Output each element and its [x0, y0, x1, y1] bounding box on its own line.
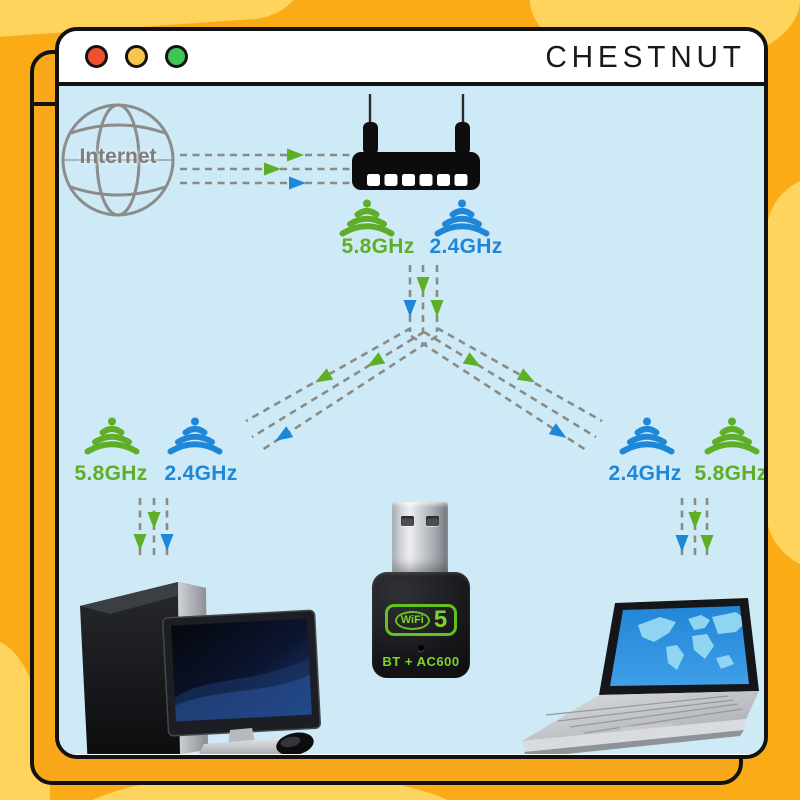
router-band-24ghz-label: 2.4GHz	[429, 235, 503, 258]
usb-slot	[426, 516, 439, 526]
wifi-logo-text: WiFi	[394, 610, 430, 630]
internet-label: Internet	[79, 145, 157, 168]
desktop-band-24ghz-label: 2.4GHz	[164, 462, 238, 485]
branch-to-desktop-lines	[245, 326, 438, 454]
usb-slot	[401, 516, 414, 526]
close-button[interactable]	[85, 45, 108, 68]
router-icon	[352, 94, 480, 190]
wifi-icon-58ghz-laptop	[708, 418, 757, 452]
router-leds	[367, 174, 468, 186]
wifi5-logo: WiFi 5	[385, 604, 457, 636]
world-map	[638, 612, 747, 670]
computer-mouse	[276, 732, 314, 754]
wifi-icon-58ghz-desktop	[88, 418, 137, 452]
laptop-band-58ghz-label: 5.8GHz	[694, 462, 768, 485]
desktop-computer	[80, 582, 322, 754]
diagram-canvas: Internet 5.8GHz 2.4GHz 5.8GHz 2.4GHz 2.4…	[59, 86, 764, 754]
laptop-band-24ghz-label: 2.4GHz	[608, 462, 682, 485]
browser-window: CHESTNUT	[55, 27, 768, 759]
wifi-logo-number: 5	[433, 606, 448, 633]
wifi-icon-24ghz-desktop	[171, 418, 220, 452]
minimize-button[interactable]	[125, 45, 148, 68]
wifi-icon-24ghz-router	[438, 200, 487, 234]
usb-connector	[392, 502, 448, 574]
usb-wifi-adapter: WiFi 5 BT + AC600	[372, 572, 470, 678]
window-title: CHESTNUT	[545, 38, 746, 74]
monitor-stand	[199, 738, 293, 754]
adapter-sub-label: BT + AC600	[382, 654, 460, 669]
network-diagram	[61, 94, 764, 754]
window-titlebar: CHESTNUT	[59, 31, 764, 86]
internet-globe-icon	[61, 103, 175, 217]
branch-to-laptop-lines	[410, 326, 603, 454]
router-downlink-lines	[403, 265, 444, 332]
traffic-lights	[85, 45, 188, 68]
desktop-monitor	[162, 609, 322, 737]
adapter-led	[418, 645, 424, 651]
laptop	[522, 598, 759, 754]
background-blob	[766, 175, 800, 570]
laptop-downlink-lines	[675, 498, 714, 560]
wifi-icon-58ghz-router	[343, 200, 392, 234]
wifi-icon-24ghz-laptop	[623, 418, 672, 452]
desktop-band-58ghz-label: 5.8GHz	[74, 462, 148, 485]
desktop-downlink-lines	[133, 498, 174, 558]
internet-to-router-lines	[180, 148, 352, 190]
maximize-button[interactable]	[165, 45, 188, 68]
router-band-58ghz-label: 5.8GHz	[341, 235, 415, 258]
